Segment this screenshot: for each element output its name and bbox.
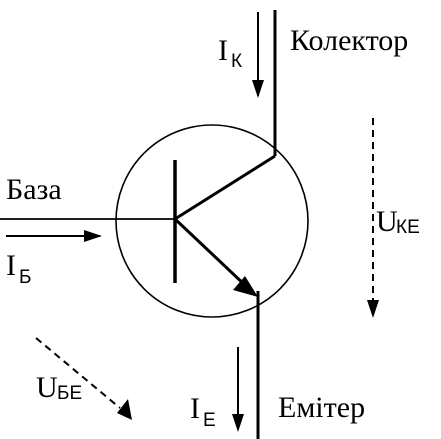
collector-emitter-voltage-arrowhead: [367, 300, 379, 318]
collector-emitter-voltage-subscript: КЕ: [396, 217, 420, 238]
base-current-subscript: Б: [19, 267, 31, 288]
collector-emitter-voltage-label: U: [376, 205, 398, 238]
base-emitter-voltage-label: U: [36, 371, 58, 404]
base-emitter-voltage-arrow: [35, 337, 121, 409]
base-emitter-voltage-arrowhead: [117, 399, 132, 420]
collector-current-label: I: [218, 34, 228, 67]
emitter-label: Емітер: [278, 391, 365, 424]
emitter-current-arrowhead: [232, 414, 244, 432]
emitter-branch: [173, 217, 249, 289]
collector-label: Колектор: [290, 24, 408, 57]
base-emitter-voltage-subscript: БЕ: [57, 383, 82, 404]
collector-current-arrowhead: [252, 80, 264, 98]
collector-current-subscript: К: [231, 51, 242, 72]
emitter-current-label: I: [190, 392, 200, 425]
base-label: База: [6, 173, 62, 206]
emitter-current-subscript: Е: [203, 410, 216, 431]
base-current-arrowhead: [84, 230, 102, 242]
collector-branch: [174, 154, 276, 221]
base-current-label: I: [6, 249, 16, 282]
transistor-body-circle: [115, 124, 309, 318]
emitter-arrowhead: [233, 276, 258, 297]
